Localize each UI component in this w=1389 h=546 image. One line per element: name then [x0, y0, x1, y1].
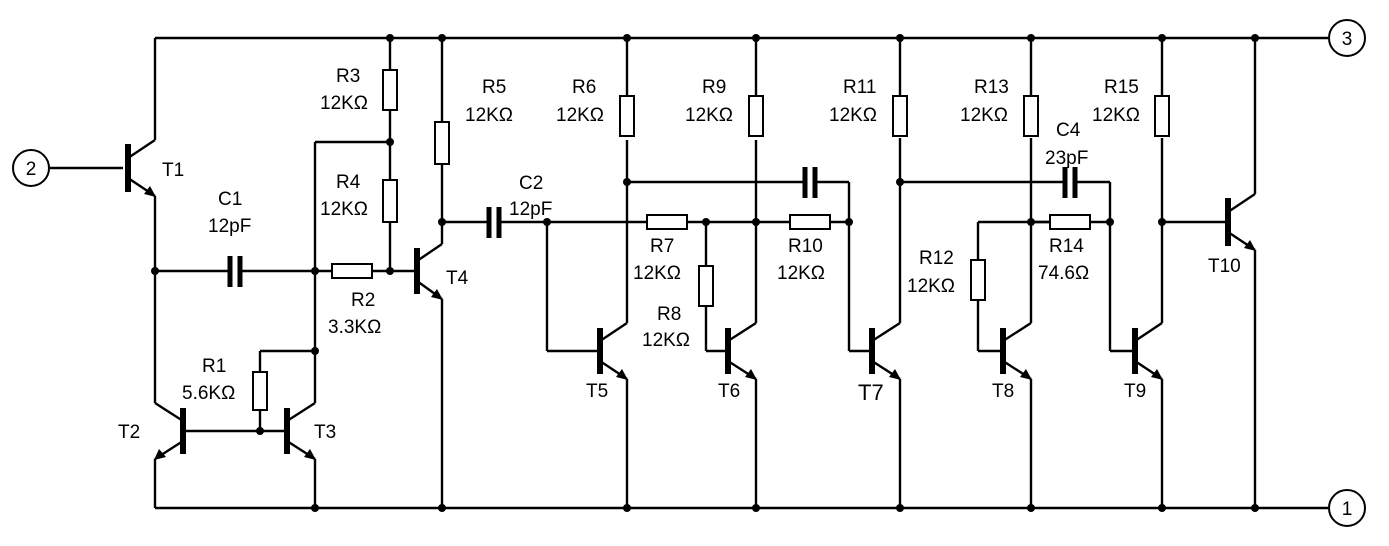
- t7-label: T7: [858, 380, 884, 405]
- r7-name: R7: [650, 236, 674, 257]
- resistor-r5: R5 12KΩ: [434, 38, 513, 222]
- resistor-r8: R8 12KΩ: [642, 222, 726, 353]
- r9-value: 12KΩ: [685, 105, 733, 126]
- r2-name: R2: [351, 290, 375, 311]
- terminal-3: 3: [1328, 19, 1366, 57]
- capacitor-c3: [627, 167, 851, 222]
- resistor-r4: R4 12KΩ: [320, 172, 398, 271]
- transistor-t2: T2: [118, 401, 186, 508]
- resistor-r1: R1 5.6KΩ: [182, 349, 315, 431]
- transistor-t7: T7: [858, 138, 902, 508]
- terminal-2: 2: [12, 149, 123, 187]
- t5-label: T5: [586, 381, 608, 402]
- c4-value: 23pF: [1045, 148, 1088, 169]
- t8-label: T8: [992, 381, 1014, 402]
- transistor-t1: T1: [125, 38, 184, 403]
- r4-name: R4: [336, 172, 361, 193]
- r9-name: R9: [702, 77, 726, 98]
- r11-value: 12KΩ: [829, 105, 877, 126]
- t9-label: T9: [1124, 381, 1146, 402]
- resistor-r6: R6 12KΩ: [556, 38, 635, 137]
- t4-label: T4: [446, 268, 469, 289]
- terminal-2-label: 2: [26, 159, 37, 180]
- c2-name: C2: [519, 173, 543, 194]
- c1-name: C1: [218, 189, 242, 210]
- r14-name: R14: [1049, 236, 1084, 257]
- resistor-r10: R10 12KΩ: [777, 214, 849, 284]
- resistor-r13: R13 12KΩ: [960, 38, 1039, 137]
- resistor-r15: R15 12KΩ: [1092, 38, 1170, 137]
- transistor-t5: T5: [586, 140, 629, 508]
- transistor-t9: T9: [1124, 138, 1164, 508]
- r15-value: 12KΩ: [1092, 105, 1140, 126]
- capacitor-c1: C1 12pF: [155, 189, 332, 287]
- r10-value: 12KΩ: [777, 263, 825, 284]
- r15-name: R15: [1104, 77, 1139, 98]
- resistor-r12: R12 12KΩ: [907, 222, 1001, 353]
- terminal-1-label: 1: [1342, 499, 1353, 520]
- r1-value: 5.6KΩ: [182, 383, 235, 404]
- t6-label: T6: [718, 381, 740, 402]
- r11-name: R11: [843, 77, 876, 98]
- t2-label: T2: [118, 422, 140, 443]
- r10-name: R10: [788, 236, 823, 257]
- resistor-r2: R2 3.3KΩ: [328, 263, 415, 338]
- capacitor-c2: C2 12pF: [442, 173, 647, 238]
- r5-value: 12KΩ: [465, 105, 513, 126]
- r6-name: R6: [572, 77, 596, 98]
- t1-label: T1: [162, 160, 184, 181]
- terminal-3-label: 3: [1342, 29, 1353, 50]
- r13-name: R13: [974, 77, 1009, 98]
- c1-value: 12pF: [208, 216, 251, 237]
- transistor-t10: T10: [1208, 38, 1257, 508]
- r7-value: 12KΩ: [633, 263, 681, 284]
- r3-value: 12KΩ: [320, 93, 368, 114]
- c2-value: 12pF: [509, 199, 552, 220]
- t10-label: T10: [1208, 256, 1241, 277]
- r8-value: 12KΩ: [642, 330, 690, 351]
- r14-value: 74.6Ω: [1038, 263, 1089, 284]
- r5-name: R5: [482, 77, 506, 98]
- resistor-r3: R3 12KΩ: [320, 38, 398, 180]
- resistor-r14: R14 74.6Ω: [1031, 214, 1110, 284]
- capacitor-c4: C4 23pF: [900, 120, 1112, 222]
- r4-value: 12KΩ: [320, 199, 368, 220]
- r1-name: R1: [202, 356, 226, 377]
- t3-label: T3: [314, 422, 336, 443]
- c4-name: C4: [1056, 120, 1081, 141]
- transistor-t8: T8: [992, 138, 1033, 508]
- r13-value: 12KΩ: [960, 105, 1008, 126]
- r12-value: 12KΩ: [907, 276, 955, 297]
- resistor-r9: R9 12KΩ: [685, 38, 764, 137]
- junction-dots: [151, 34, 1259, 512]
- r6-value: 12KΩ: [556, 105, 604, 126]
- resistor-r11: R11 12KΩ: [829, 38, 908, 137]
- r12-name: R12: [919, 248, 954, 269]
- transistor-t4: T4: [414, 222, 469, 508]
- r8-name: R8: [657, 304, 681, 325]
- terminal-1: 1: [1328, 489, 1366, 527]
- r3-name: R3: [336, 66, 360, 87]
- transistor-t6: T6: [718, 140, 758, 508]
- r2-value: 3.3KΩ: [328, 317, 381, 338]
